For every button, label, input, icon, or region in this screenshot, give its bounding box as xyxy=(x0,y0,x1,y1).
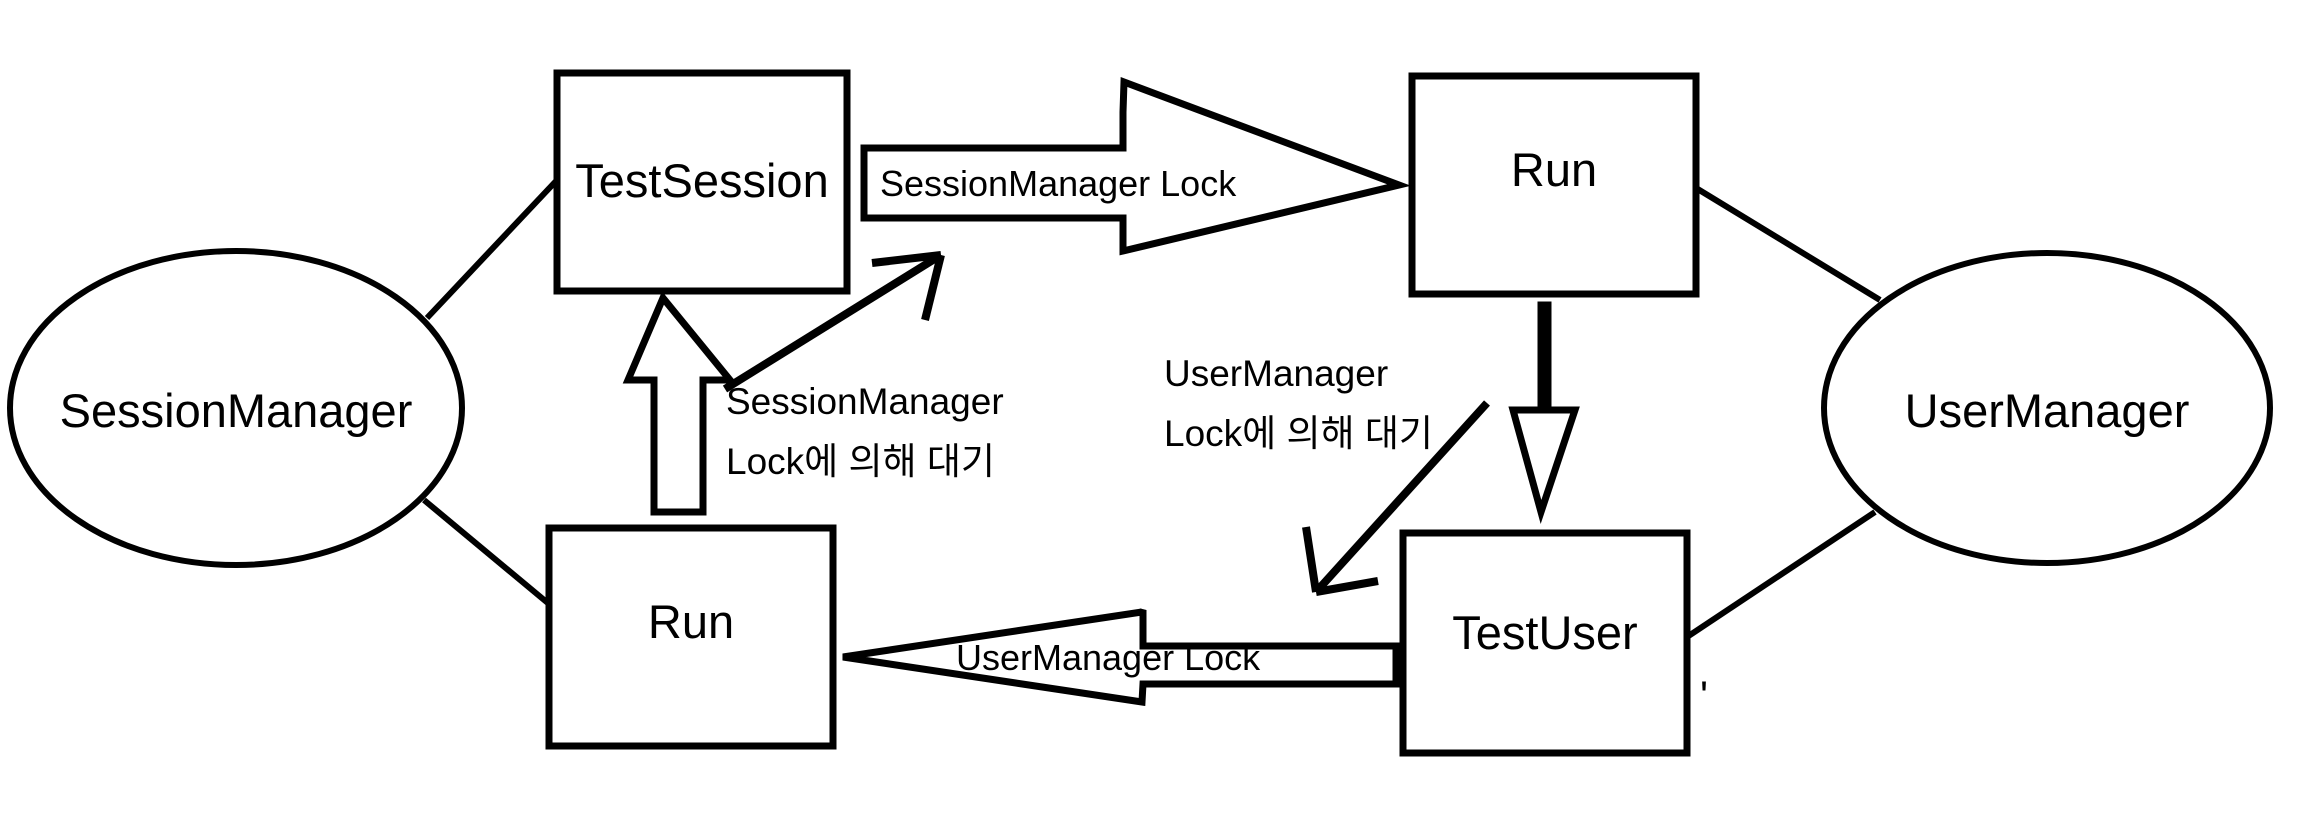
node-session-manager-ellipse[interactable] xyxy=(7,248,465,568)
node-user-manager-ellipse[interactable] xyxy=(1821,250,2273,566)
node-run-top-rect[interactable] xyxy=(1408,72,1700,298)
edge-user-manager-to-run-top xyxy=(1694,185,1882,303)
node-test-session-rect[interactable] xyxy=(553,69,851,295)
node-test-user-rect[interactable] xyxy=(1399,529,1691,757)
edge-user-manager-to-test-user xyxy=(1685,509,1877,640)
node-run-bottom-rect[interactable] xyxy=(545,524,837,750)
edge-block-arrow-session-manager-lock[interactable] xyxy=(860,77,1411,256)
edge-session-manager-to-test-session xyxy=(424,177,560,321)
edge-block-arrow-down-run-to-test-user[interactable] xyxy=(1508,301,1580,525)
edge-block-arrow-up-run-to-test-session[interactable] xyxy=(622,291,738,516)
edge-session-manager-to-run-bottom xyxy=(422,497,551,607)
edge-block-arrow-user-manager-lock[interactable] xyxy=(842,608,1400,707)
edge-thin-arrow-session-wait xyxy=(722,251,945,393)
edge-thin-arrow-user-wait xyxy=(1302,400,1490,596)
